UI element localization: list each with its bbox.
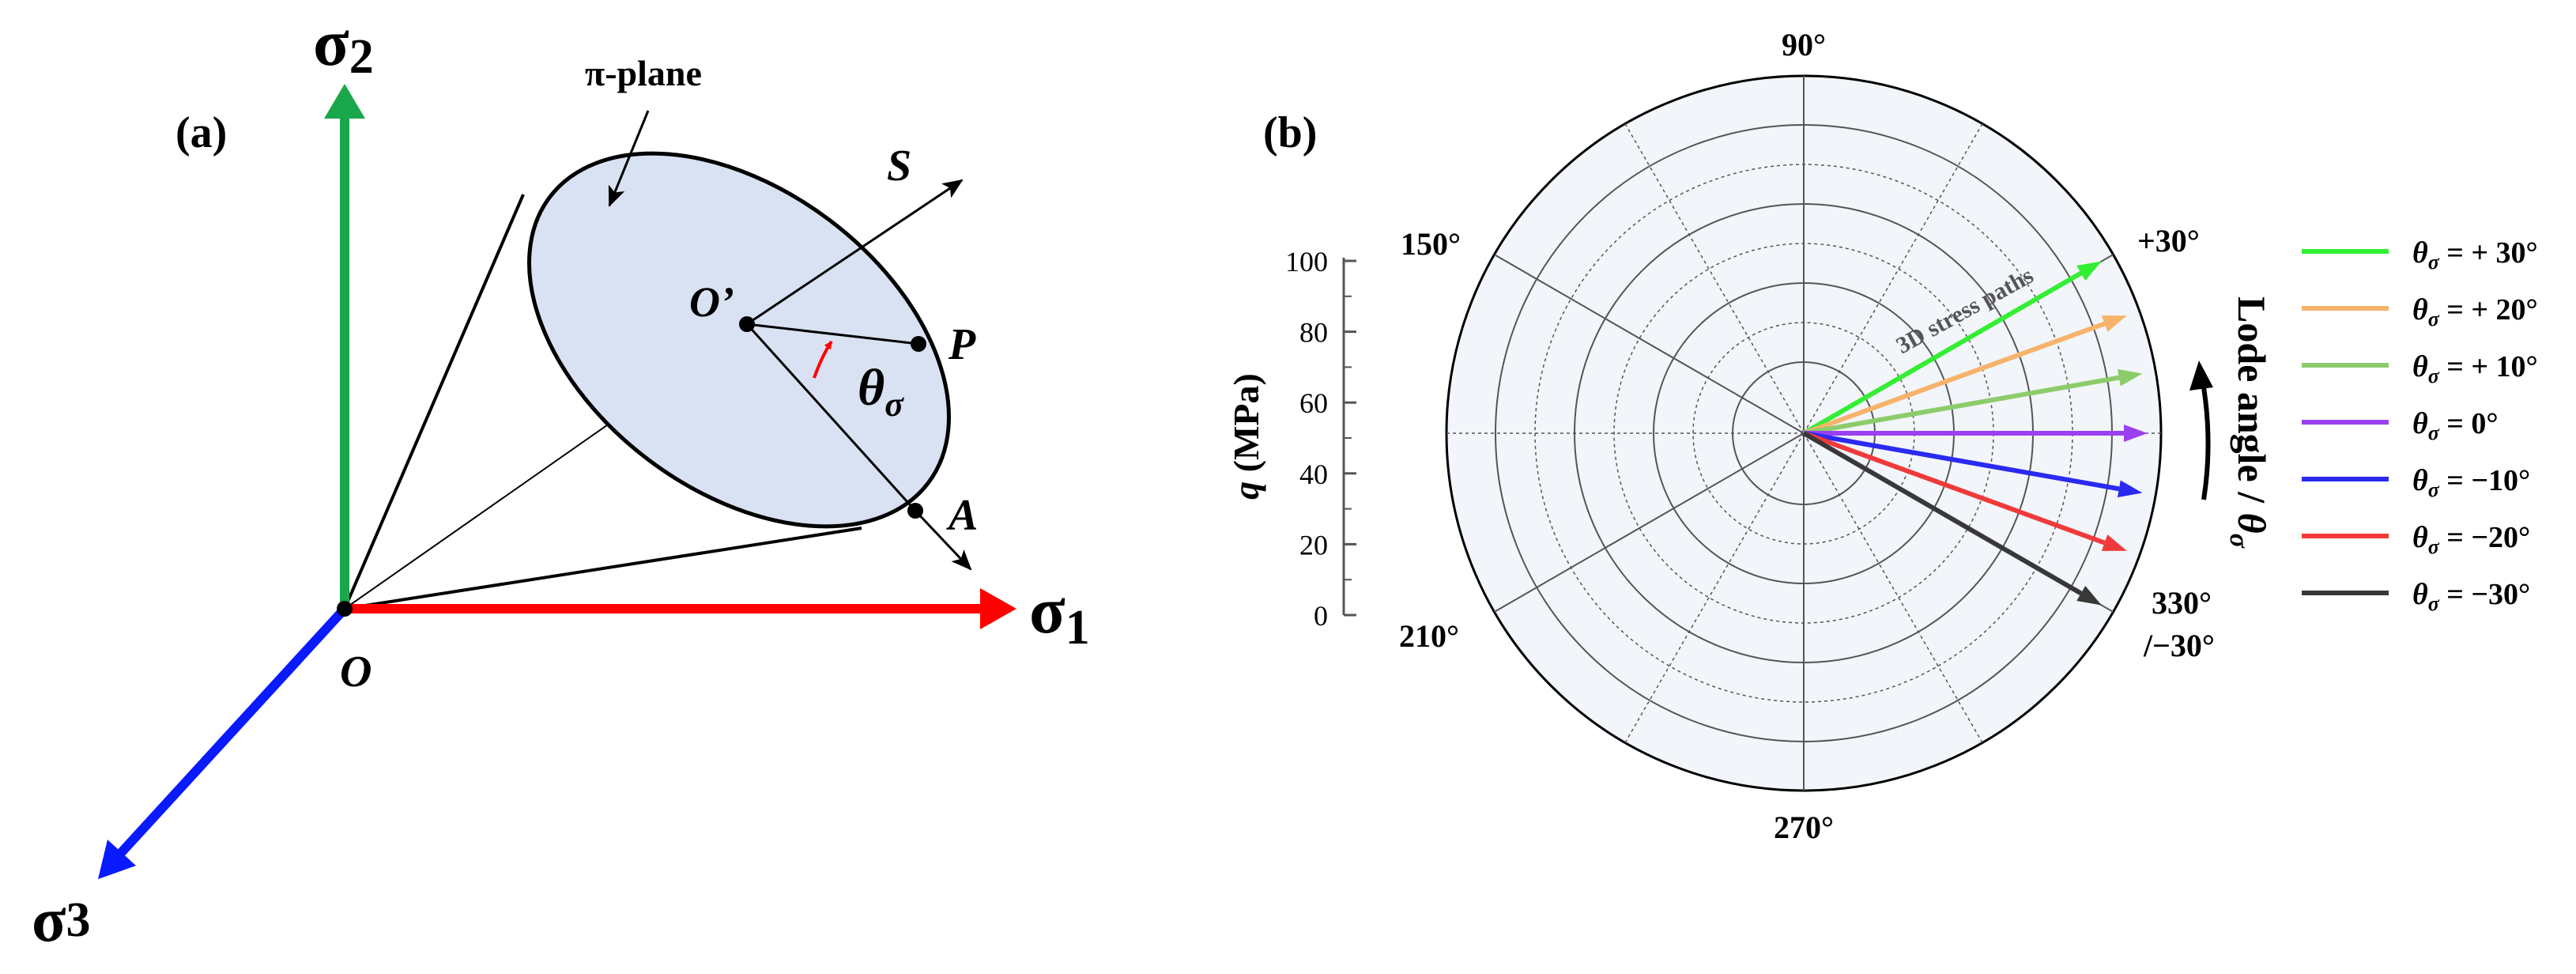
stress-path-arrow [1803,368,2143,436]
sigma3-label: σ3 [32,885,91,955]
plane-lines [608,110,972,571]
grid-spoke [1494,254,1805,434]
angle-label-330: 330° [2152,585,2212,621]
line-o-prime-a [745,323,917,512]
stress-path-arrows [1802,261,2148,606]
pi-plane [527,151,951,529]
q-tick-label: 100 [1285,246,1328,277]
lode-angle-arrow-head [2189,361,2213,391]
point-s-label: S [887,142,911,191]
angle-label-90: 90° [1782,27,1826,62]
stress-path-arrow [1802,315,2127,436]
panel-a: (a) [32,6,1090,955]
legend-label: θσ = + 30° [2412,236,2538,274]
grid-spoke [1803,123,1983,434]
legend-label: θσ = −10° [2412,464,2530,501]
angle-label-150: 150° [1401,226,1461,262]
center-point [739,316,755,332]
angle-label-plus30: +30° [2137,223,2200,259]
stress-path-arrow [1802,431,2102,606]
pi-plane-label: π-plane [585,53,702,93]
axis-sigma2 [324,84,365,609]
center-label: O’ [689,278,734,326]
cone-line-inner [344,417,619,610]
lode-angle-label: Lode angle / θσ [2224,296,2274,549]
grid-spoke [1494,432,1805,613]
legend-label: θσ = + 20° [2412,293,2538,330]
stress-path-arrow [1804,425,2148,442]
panel-a-label: (a) [175,108,227,157]
grid-spoke [1624,432,1805,743]
grid-spoke [1803,432,1983,743]
axis-sigma1 [345,588,1016,629]
q-tick-label: 40 [1299,459,1328,490]
stress-path-arrow [1802,431,2127,551]
legend-item: θσ = + 20° [2302,293,2538,330]
panel-b-label: (b) [1263,108,1317,157]
legend-label: θσ = 0° [2412,407,2499,444]
line-o-prime-p [746,323,919,345]
axis-sigma3 [98,605,349,879]
stress-path-arrow [1803,431,2143,498]
origin-point [337,601,353,617]
lode-angle-arrow [2200,377,2211,500]
sigma1-label: σ1 [1029,574,1090,655]
angle-label-minus30: /−30° [2143,628,2215,663]
stress-path-arrow [1802,261,2102,436]
legend-item: θσ = + 10° [2302,350,2538,387]
panel-b: (b) 100 80 60 40 20 0 q (MPa) 90° 150° 210° 2… [1226,27,2538,845]
legend-item: θσ = 0° [2302,407,2499,444]
q-tick-label: 20 [1299,529,1328,561]
cone-line-upper [343,194,525,610]
legend-item: θσ = −20° [2302,521,2530,558]
point-a-label: A [946,491,978,540]
arrow-pi-plane [608,110,650,207]
grid-spoke [1624,123,1805,434]
legend-label: θσ = + 10° [2412,350,2538,387]
q-tick-label: 80 [1299,317,1328,349]
point-p [911,336,926,352]
origin-label: O [340,647,372,697]
q-tick-label: 60 [1299,387,1328,419]
q-axis-label: q (MPa) [1226,373,1266,500]
angle-label-270: 270° [1774,810,1834,845]
legend-label: θσ = −30° [2412,578,2530,615]
cone-line-lower [344,527,862,610]
theta-sigma-label: θσ [858,359,904,424]
legend: θσ = + 30° θσ = + 20° θσ = + 10° θσ = 0° θσ … [2302,236,2538,615]
legend-label: θσ = −20° [2412,521,2530,558]
arrow-s [746,179,964,326]
legend-item: θσ = −10° [2302,464,2530,501]
legend-item: θσ = −30° [2302,578,2530,615]
arrow-a-direction [914,509,972,571]
point-a [907,503,923,519]
angle-label-210: 210° [1399,618,1459,654]
q-axis: 100 80 60 40 20 0 q (MPa) [1226,246,1356,632]
q-axis-ticks: 100 80 60 40 20 0 [1285,246,1356,632]
sigma2-label: σ2 [313,6,374,84]
cone-lines [343,194,862,610]
theta-arrow [813,340,833,379]
q-tick-label: 0 [1314,600,1328,632]
legend-item: θσ = + 30° [2302,236,2538,274]
point-p-label: P [948,320,976,369]
